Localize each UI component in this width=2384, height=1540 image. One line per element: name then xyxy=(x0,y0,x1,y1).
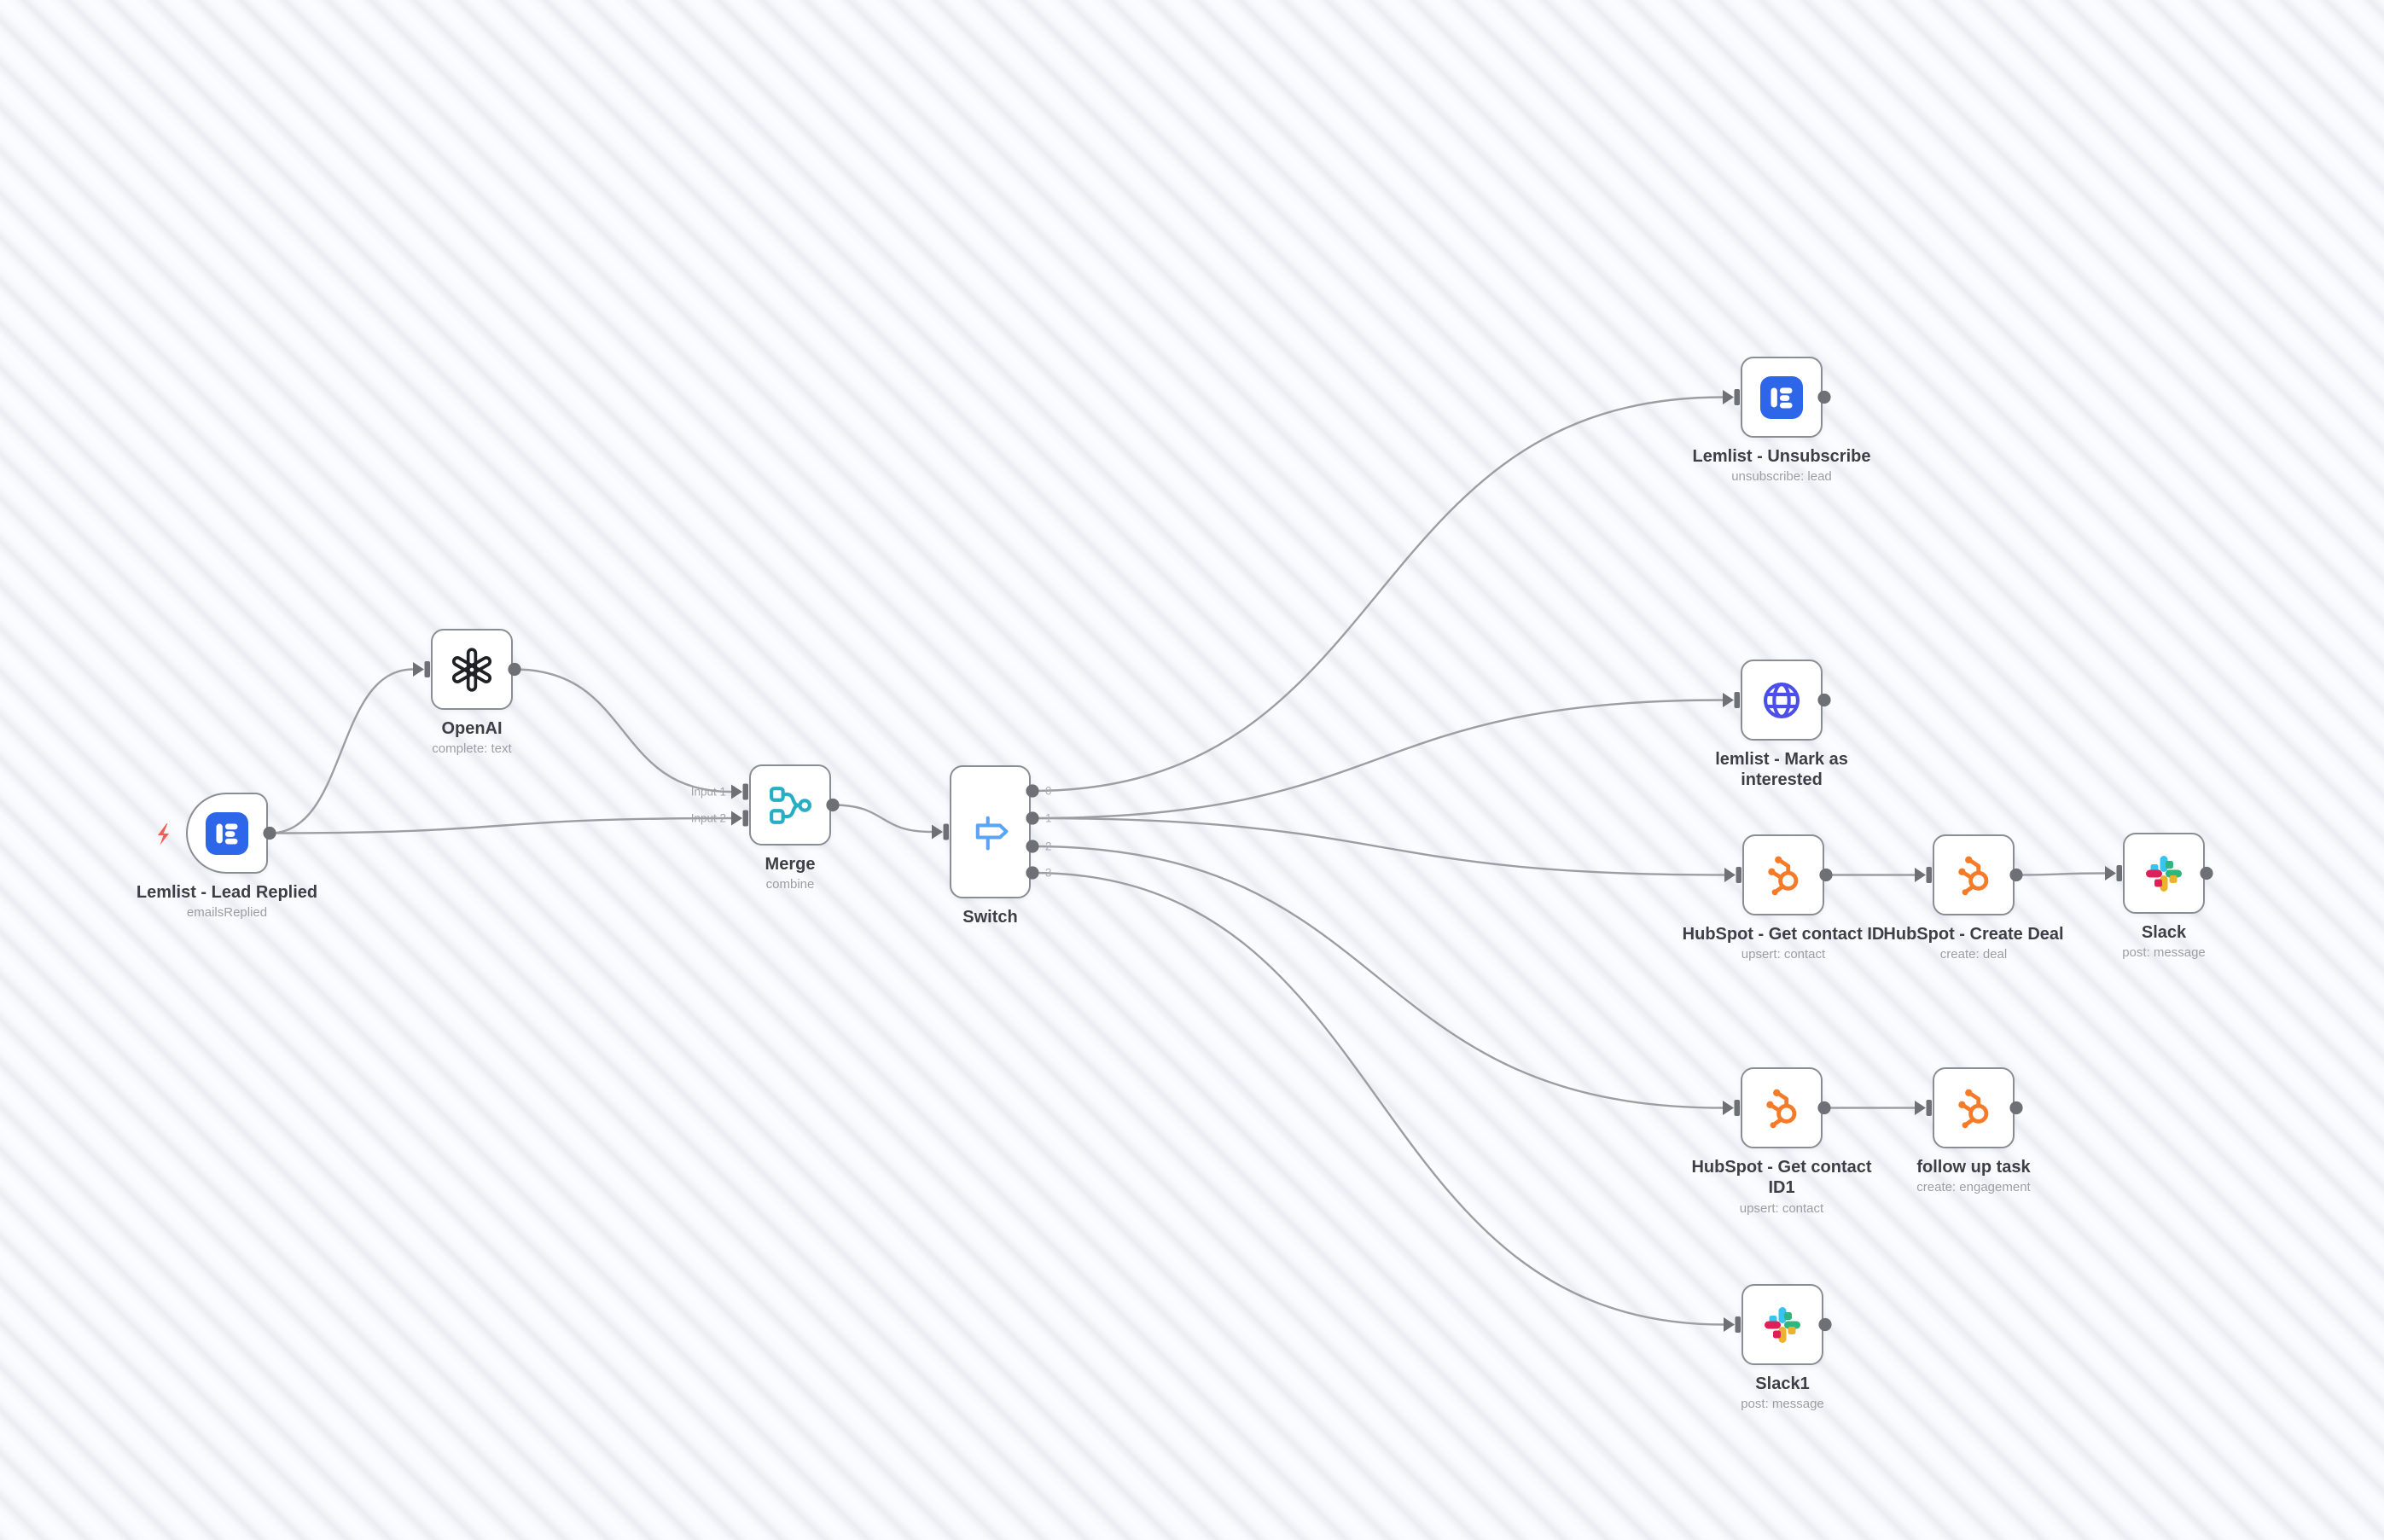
node-subtitle: create: deal xyxy=(1939,947,2008,962)
node-body-openai[interactable] xyxy=(431,629,513,710)
node-title: HubSpot - Get contact ID1 xyxy=(1691,1158,1872,1198)
node-title: Slack xyxy=(2141,923,2187,942)
node-body-lemlist-mark-as-interested[interactable] xyxy=(1741,660,1823,741)
node-body-switch[interactable] xyxy=(950,765,1031,898)
hubspot-icon xyxy=(1952,854,1995,897)
node-body-slack1[interactable] xyxy=(1741,1284,1823,1365)
node-title: HubSpot - Get contact ID xyxy=(1682,925,1885,944)
node-body-hubspot-get-contact-id[interactable] xyxy=(1742,834,1824,915)
node-body-hubspot-get-contact-id1[interactable] xyxy=(1741,1067,1823,1148)
hubspot-icon xyxy=(1762,854,1805,897)
connection-line[interactable] xyxy=(269,816,732,834)
node-subtitle: create: engagement xyxy=(1916,1180,2031,1195)
node-title: lemlist - Mark as interested xyxy=(1715,750,1848,790)
merge-icon xyxy=(769,784,811,827)
hubspot-icon xyxy=(1952,1087,1995,1130)
slack-icon xyxy=(1762,1305,1803,1345)
lemlist-icon xyxy=(1760,375,1803,419)
connection-line[interactable] xyxy=(514,668,732,793)
node-title: HubSpot - Create Deal xyxy=(1883,925,2064,944)
connection-line[interactable] xyxy=(832,804,933,834)
openai-icon xyxy=(450,647,494,692)
globe-icon xyxy=(1759,678,1804,723)
connection-line[interactable] xyxy=(1032,396,1724,793)
node-subtitle: unsubscribe: lead xyxy=(1731,469,1832,485)
node-subtitle: emailsReplied xyxy=(186,905,268,921)
node-subtitle: post: message xyxy=(1741,1397,1824,1412)
node-title: Slack1 xyxy=(1755,1374,1810,1393)
node-title: follow up task xyxy=(1916,1158,2031,1177)
node-subtitle: upsert: contact xyxy=(1739,1200,1824,1216)
connection-line[interactable] xyxy=(1032,871,1724,1326)
node-subtitle: complete: text xyxy=(432,741,512,757)
node-body-lemlist-lead-replied[interactable] xyxy=(186,793,268,874)
connection-line[interactable] xyxy=(1032,699,1724,820)
node-title: OpenAI xyxy=(441,719,503,738)
node-body-merge[interactable] xyxy=(749,764,831,846)
node-title: Lemlist - Unsubscribe xyxy=(1692,447,1871,466)
node-subtitle: upsert: contact xyxy=(1741,947,1826,962)
node-body-follow-up-task[interactable] xyxy=(1933,1067,2015,1148)
slack-icon xyxy=(2143,853,2184,894)
node-title: Switch xyxy=(962,908,1018,927)
connection-line[interactable] xyxy=(1032,845,1724,1109)
node-body-hubspot-create-deal[interactable] xyxy=(1933,834,2015,915)
node-subtitle: combine xyxy=(765,877,815,892)
connection-line[interactable] xyxy=(269,668,414,834)
node-body-slack[interactable] xyxy=(2123,833,2205,914)
lemlist-icon xyxy=(206,811,248,855)
connection-line[interactable] xyxy=(2015,872,2106,876)
node-subtitle: post: message xyxy=(2122,945,2206,961)
connection-line[interactable] xyxy=(1032,816,1725,876)
hubspot-icon xyxy=(1760,1087,1803,1130)
switch-icon xyxy=(968,810,1013,854)
node-title: Merge xyxy=(765,855,816,874)
node-body-lemlist-unsubscribe[interactable] xyxy=(1741,357,1823,438)
node-title: Lemlist - Lead Replied xyxy=(136,883,318,902)
